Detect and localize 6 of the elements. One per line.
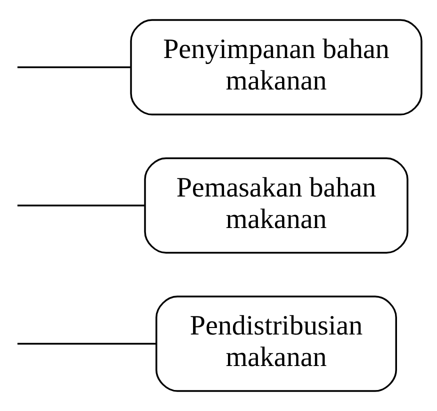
node-box: Pendistribusian makanan <box>156 296 397 392</box>
connector <box>17 342 156 345</box>
connector <box>17 66 130 68</box>
node-box: Penyimpanan bahan makanan <box>130 19 422 116</box>
node-box: Pemasakan bahan makanan <box>144 157 408 254</box>
connector <box>17 204 144 206</box>
